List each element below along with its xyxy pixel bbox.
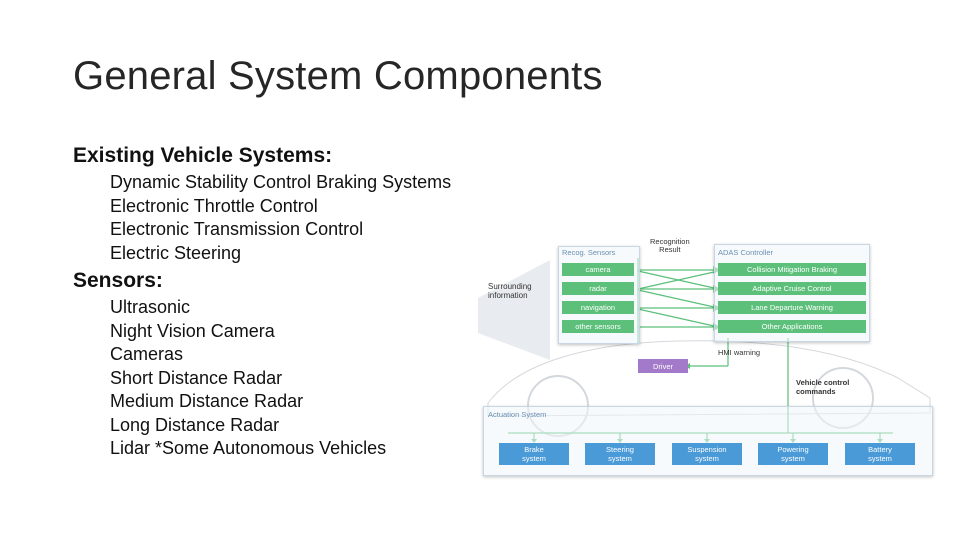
list-item: Dynamic Stability Control Braking System…	[110, 172, 452, 192]
recognition-result-label: Recognition Result	[650, 237, 690, 254]
list-item: Cameras	[110, 344, 184, 364]
sensor-camera: camera	[562, 263, 634, 276]
actuator-battery: Battery system	[845, 443, 915, 465]
sensor-navigation: navigation	[562, 301, 634, 314]
sensors-heading: Sensors:	[73, 269, 163, 292]
vehicle-control-label: Vehicle control commands	[796, 378, 850, 396]
actuator-brake: Brake system	[499, 443, 569, 465]
list-item: Lidar *Some Autonomous Vehicles	[110, 438, 387, 458]
driver-box: Driver	[638, 359, 688, 373]
existing-systems-heading: Existing Vehicle Systems:	[73, 144, 333, 167]
adas-other-applications: Other Applications	[718, 320, 866, 333]
actuation-system-title: Actuation System	[488, 410, 547, 419]
list-item: Ultrasonic	[110, 297, 191, 317]
list-item: Long Distance Radar	[110, 414, 280, 435]
car-outline-shape	[487, 340, 931, 417]
adas-adaptive-cruise: Adaptive Cruise Control	[718, 282, 866, 295]
sensor-radar: radar	[562, 282, 634, 295]
sensor-arrows	[637, 265, 721, 332]
list-item: Electric Steering	[110, 242, 242, 263]
list-item: Short Distance Radar	[110, 367, 283, 388]
adas-collision-mitigation: Collision Mitigation Braking	[718, 263, 866, 276]
sensors-list: Ultrasonic Night Vision Camera Cameras S…	[110, 296, 386, 461]
surrounding-info-label: Surrounding information	[488, 282, 532, 300]
sensing-field-shape	[478, 260, 550, 360]
list-item: Night Vision Camera	[110, 320, 275, 341]
list-item: Electronic Throttle Control	[110, 195, 318, 216]
list-item: Electronic Transmission Control	[110, 219, 364, 239]
adas-controller-title: ADAS Controller	[718, 248, 774, 257]
adas-system-diagram: Surrounding information Recog. Sensors c…	[478, 238, 934, 480]
recog-sensors-title: Recog. Sensors	[562, 248, 616, 257]
sensor-other: other sensors	[562, 320, 634, 333]
adas-lane-departure: Lane Departure Warning	[718, 301, 866, 314]
existing-systems-list: Dynamic Stability Control Braking System…	[110, 171, 451, 265]
actuation-system-panel	[483, 406, 933, 476]
slide-title: General System Components	[73, 54, 603, 98]
actuator-suspension: Suspension system	[672, 443, 742, 465]
list-item: Medium Distance Radar	[110, 391, 304, 411]
hmi-warning-label: HMI warning	[718, 348, 761, 357]
actuator-steering: Steering system	[585, 443, 655, 465]
actuator-powering: Powering system	[758, 443, 828, 465]
